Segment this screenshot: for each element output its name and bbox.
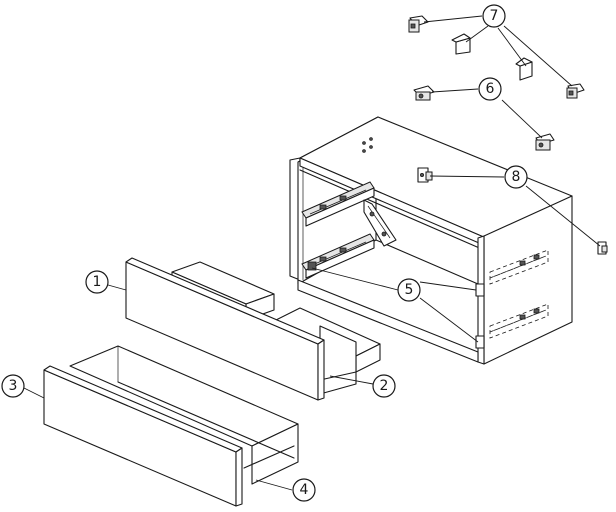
clip-7d: [566, 83, 585, 99]
hardware-set-8: [417, 167, 608, 255]
callout-3-label: 3: [9, 378, 18, 394]
callout-8-label: 8: [512, 169, 521, 185]
runner-fitting-lower: [475, 335, 485, 349]
plate-7c: [515, 57, 533, 81]
callout-7-label: 7: [490, 8, 499, 24]
hardware-set-7: [408, 15, 585, 99]
callout-7: 7: [482, 4, 506, 28]
corner-bracket: [363, 199, 397, 247]
callout-4-label: 4: [300, 482, 309, 498]
upper-drawer-runner: [301, 181, 375, 227]
bracket-8b: [597, 241, 608, 255]
leader-lines: [23, 15, 601, 491]
callout-1: 1: [85, 270, 109, 294]
right-panel-runner-outlines: [489, 249, 549, 339]
upper-drawer: [125, 257, 381, 401]
callout-1-label: 1: [93, 274, 102, 290]
callout-4: 4: [292, 478, 316, 502]
clip-7a: [408, 15, 429, 33]
lower-drawer: [43, 345, 299, 507]
lower-drawer-runner: [301, 233, 375, 279]
clip-6b: [535, 133, 555, 151]
plate-7b: [451, 33, 471, 55]
clip-6a: [413, 85, 435, 101]
cabinet-carcass: [289, 116, 573, 365]
callout-2-label: 2: [380, 378, 389, 394]
callout-6-label: 6: [486, 81, 495, 97]
callout-3: 3: [1, 374, 25, 398]
callout-8: 8: [504, 165, 528, 189]
callout-6: 6: [478, 77, 502, 101]
runner-fitting-upper: [475, 283, 485, 297]
callout-5-label: 5: [405, 282, 414, 298]
callout-2: 2: [372, 374, 396, 398]
callout-5: 5: [397, 278, 421, 302]
hardware-set-6: [413, 85, 555, 151]
